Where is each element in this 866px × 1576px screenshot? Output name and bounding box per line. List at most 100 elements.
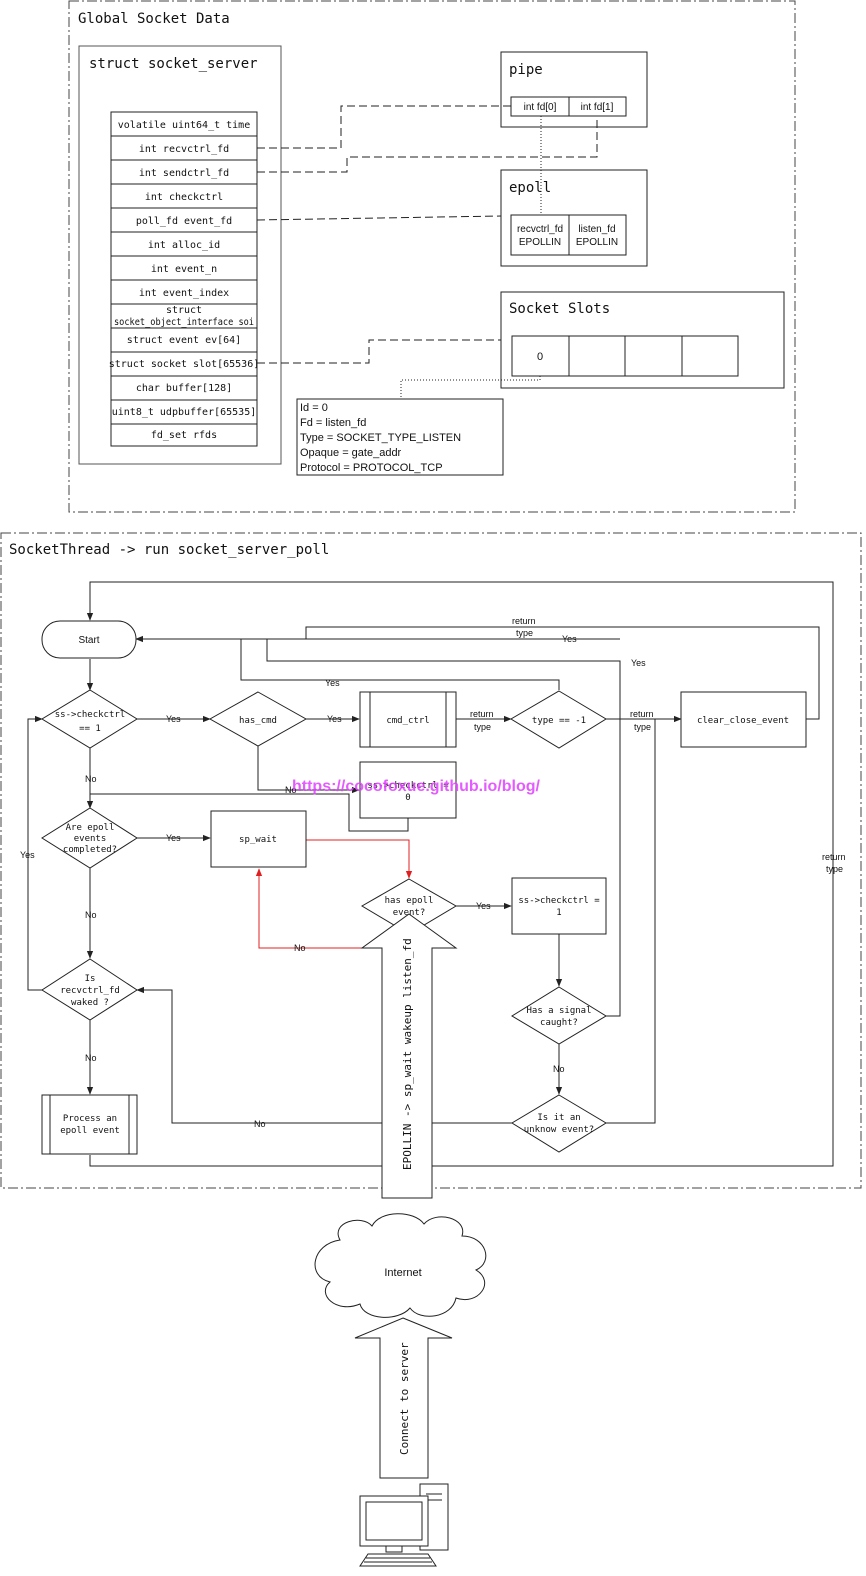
global-socket-data-frame bbox=[68, 0, 796, 513]
outer-loop-line bbox=[86, 581, 834, 1167]
epoll-title: epoll bbox=[509, 180, 551, 196]
cmd-ctrl-box bbox=[359, 691, 457, 748]
set-zero-label-2: 0 bbox=[405, 793, 410, 803]
checkctrl-label-2: == 1 bbox=[79, 724, 101, 734]
checkctrl-label-1: ss->checkctrl bbox=[55, 710, 125, 720]
slot-detail-id: Id = 0 bbox=[300, 402, 328, 414]
field-soi-line1: struct bbox=[166, 305, 202, 316]
epoll-recvctrl-fd: recvctrl_fd bbox=[517, 224, 563, 235]
recvctrl-waked-decision bbox=[41, 958, 138, 1021]
signal-caught-decision bbox=[511, 986, 607, 1045]
epoll-recvctrl-cell bbox=[510, 214, 570, 256]
epoll-completed-label-2: events bbox=[74, 834, 107, 844]
no-label: No bbox=[553, 1064, 565, 1074]
set-checkctrl-zero-box bbox=[359, 761, 457, 819]
signal-yes-return-line bbox=[266, 639, 621, 1017]
has-cmd-decision bbox=[208, 691, 308, 747]
internet-label: Internet bbox=[384, 1267, 421, 1279]
has-epoll-no-line bbox=[255, 868, 362, 949]
set-zero-label-1: ss->checkctrl = bbox=[367, 781, 449, 791]
type-edge-label: type bbox=[634, 722, 651, 732]
unknow-event-decision bbox=[511, 1094, 607, 1153]
type-edge-label: type bbox=[474, 722, 491, 732]
start-node bbox=[41, 620, 137, 659]
field-event-n: int event_n bbox=[151, 264, 217, 275]
field-recvctrl-fd: int recvctrl_fd bbox=[139, 144, 229, 155]
type-label: type == -1 bbox=[532, 716, 586, 726]
type-edge-label: type bbox=[516, 628, 533, 638]
computer-icon bbox=[359, 1483, 449, 1567]
field-cell bbox=[110, 183, 258, 209]
struct-socket-server-title: struct socket_server bbox=[89, 56, 258, 72]
slot-detail-fd: Fd = listen_fd bbox=[300, 417, 366, 429]
cmd-ctrl-label: cmd_ctrl bbox=[386, 716, 429, 726]
global-connectors bbox=[256, 105, 598, 399]
sp-wait-to-has-epoll bbox=[306, 839, 413, 879]
has-epoll-label-2: event? bbox=[393, 908, 426, 918]
slot-cell bbox=[568, 335, 626, 377]
field-event-index: int event_index bbox=[139, 288, 229, 299]
internet-cloud bbox=[314, 1213, 487, 1318]
recvctrl-label-1: Is bbox=[85, 974, 96, 984]
epoll-recvctrl-flag: EPOLLIN bbox=[519, 237, 561, 248]
epollin-wakeup-label: EPOLLIN -> sp_wait wakeup listen_fd bbox=[401, 938, 414, 1170]
slot-cell bbox=[681, 335, 739, 377]
set-checkctrl-one-box bbox=[511, 877, 607, 935]
field-udpbuffer: uint8_t udpbuffer[65535] bbox=[112, 407, 257, 418]
slot-detail-opaque: Opaque = gate_addr bbox=[300, 447, 402, 459]
field-cell bbox=[110, 423, 258, 447]
sendctrl-to-pipe-connector bbox=[257, 116, 598, 173]
field-cell bbox=[110, 351, 258, 377]
no-label: No bbox=[85, 910, 97, 920]
epoll-listen-cell bbox=[568, 214, 627, 256]
yes-label: Yes bbox=[476, 901, 491, 911]
flow-lines bbox=[27, 581, 834, 1167]
slot-detail-type: Type = SOCKET_TYPE_LISTEN bbox=[300, 432, 461, 444]
epoll-completed-label-3: completed? bbox=[63, 845, 117, 855]
set-one-label-2: 1 bbox=[556, 908, 561, 918]
return-label: return bbox=[512, 616, 536, 626]
signal-label-2: caught? bbox=[540, 1018, 578, 1028]
field-sendctrl-fd: int sendctrl_fd bbox=[139, 168, 229, 179]
slot-0-label: 0 bbox=[537, 351, 543, 363]
process-epoll-event-box bbox=[41, 1094, 138, 1155]
connect-arrow bbox=[354, 1317, 453, 1479]
pipe-title: pipe bbox=[509, 62, 543, 78]
return-label: return bbox=[822, 852, 846, 862]
yes-label: Yes bbox=[166, 714, 181, 724]
field-cell bbox=[110, 111, 258, 137]
type-decision bbox=[510, 690, 607, 749]
yes-label: Yes bbox=[562, 634, 577, 644]
set-zero-back-line bbox=[90, 793, 409, 832]
pipe-fd1-cell bbox=[568, 96, 627, 117]
yes-label: Yes bbox=[325, 678, 340, 688]
no-label: No bbox=[285, 785, 297, 795]
sp-wait-label: sp_wait bbox=[239, 835, 277, 845]
unknow-no-line bbox=[136, 986, 512, 1124]
sp-wait-box bbox=[210, 810, 307, 868]
clear-close-event-box bbox=[680, 691, 807, 748]
field-slot: struct socket slot[65536] bbox=[109, 359, 260, 370]
no-label: No bbox=[85, 1053, 97, 1063]
pipe-fd1-label: int fd[1] bbox=[581, 102, 614, 113]
no-label: No bbox=[294, 943, 306, 953]
field-soi-line2: socket_object_interface soi bbox=[114, 317, 254, 328]
unknow-label-2: unknow event? bbox=[524, 1125, 594, 1135]
process-label-1: Process an bbox=[63, 1114, 117, 1124]
struct-fields: volatile uint64_t time int recvctrl_fd i… bbox=[109, 111, 260, 447]
field-cell bbox=[110, 303, 258, 329]
field-cell bbox=[110, 255, 258, 281]
checkctrl-decision bbox=[41, 689, 138, 749]
field-alloc-id: int alloc_id bbox=[148, 240, 220, 251]
epoll-completed-label-1: Are epoll bbox=[66, 823, 115, 833]
field-rfds: fd_set rfds bbox=[151, 430, 217, 441]
field-cell bbox=[110, 375, 258, 401]
no-label: No bbox=[85, 774, 97, 784]
struct-socket-server-box bbox=[78, 45, 282, 465]
unknow-return-line bbox=[606, 719, 656, 1124]
watermark: https://cocofoxue.github.io/blog/ bbox=[292, 778, 541, 795]
start-label: Start bbox=[78, 635, 99, 646]
slot-detail-box bbox=[296, 398, 504, 476]
epoll-listen-fd: listen_fd bbox=[578, 224, 615, 235]
field-cell bbox=[110, 399, 258, 425]
